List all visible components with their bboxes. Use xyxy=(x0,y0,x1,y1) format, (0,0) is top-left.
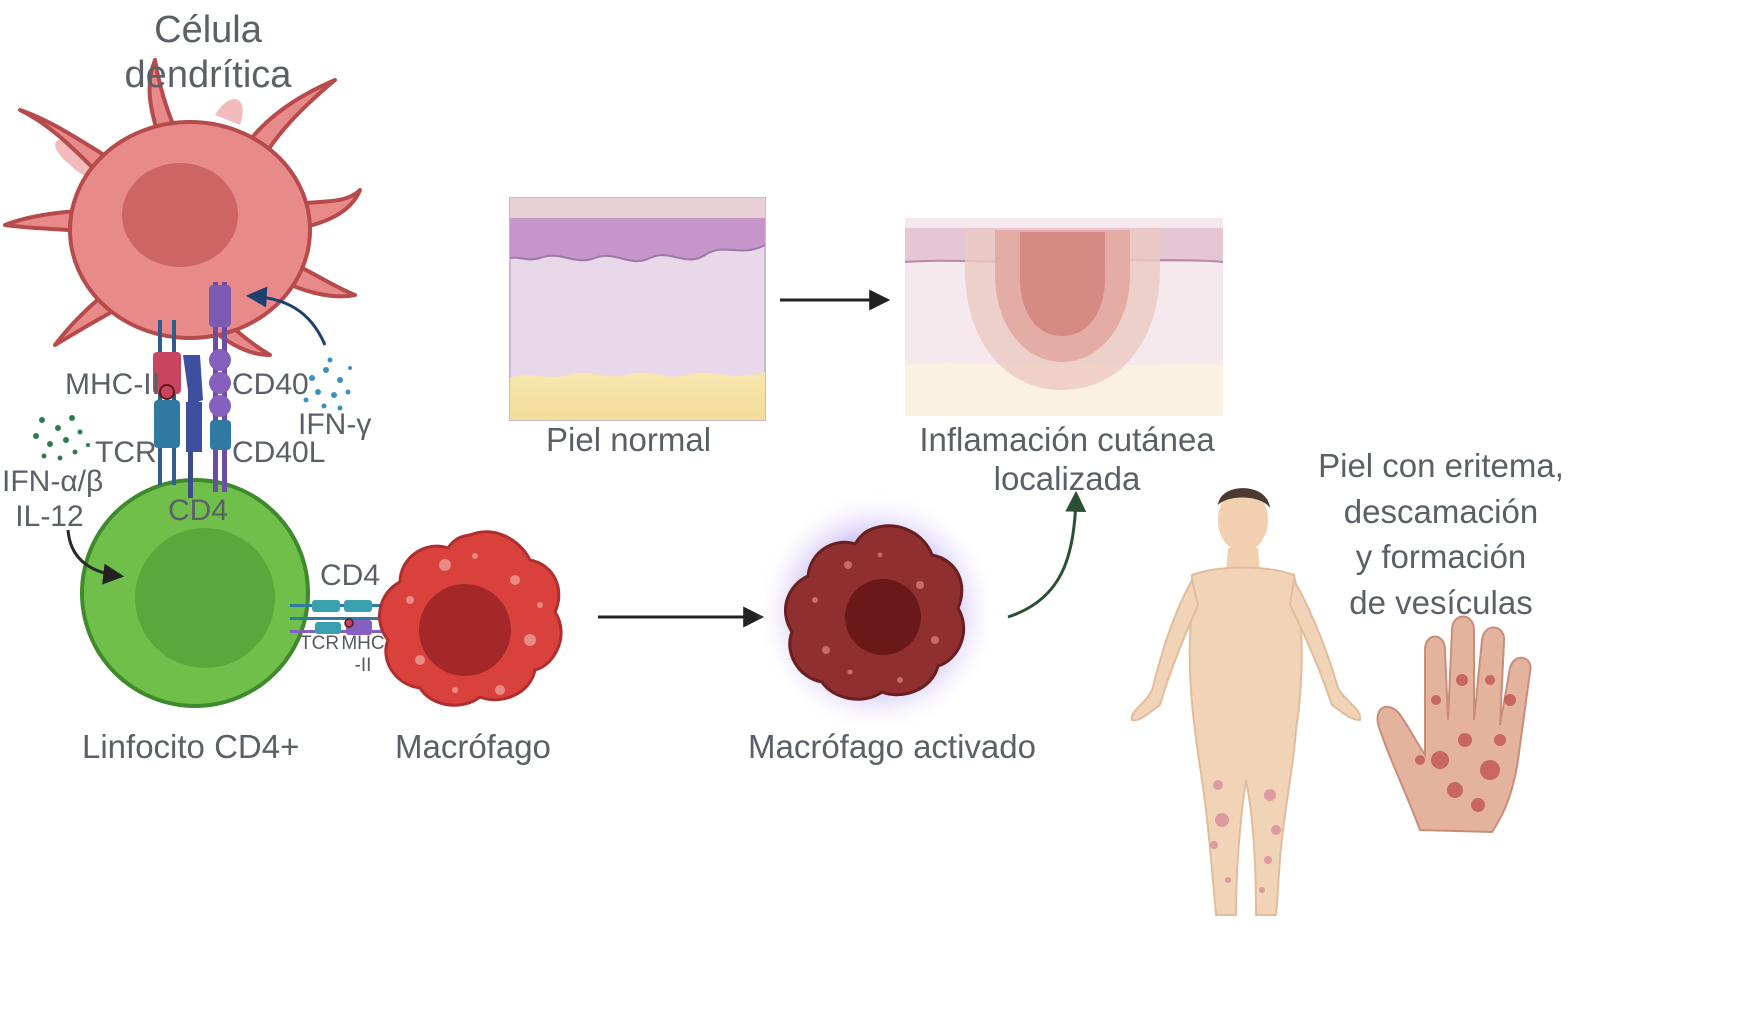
contact-mhc2-label: MHC -II xyxy=(341,633,385,677)
lymphocyte-macrophage-synapse xyxy=(290,600,390,635)
ifn-gamma-label: IFN-γ xyxy=(298,408,372,441)
human-body-figure xyxy=(1130,488,1362,916)
mhc-tcr-complex xyxy=(153,320,181,485)
mhc2-label: MHC-II xyxy=(65,368,160,401)
dendritic-nucleus xyxy=(122,163,238,267)
ifn-ab-particles xyxy=(33,415,90,461)
cd4-label: CD4 xyxy=(168,494,229,527)
dendritic-cell xyxy=(3,58,362,357)
activated-macrophage-label: Macrófago activado xyxy=(748,728,1036,765)
tcr-label: TCR xyxy=(95,436,157,469)
cd40l-label: CD40L xyxy=(232,436,326,469)
inflammation-arrow xyxy=(1007,490,1087,619)
lymphocyte-label: Linfocito CD4+ xyxy=(82,728,300,765)
ifn-gamma-particles xyxy=(303,357,352,411)
ifn-gamma-arrow xyxy=(245,286,327,346)
contact-cd4-label: CD4 xyxy=(320,559,381,592)
cd40-label: CD40 xyxy=(232,368,309,401)
inflamed-skin-label: Inflamación cutánea localizada xyxy=(919,421,1215,497)
ifn-ab-arrow xyxy=(66,529,125,585)
normal-skin-label: Piel normal xyxy=(546,421,712,458)
dendritic-cell-label: Célula dendrítica xyxy=(124,9,292,96)
macrophage-cell xyxy=(378,530,563,707)
macrophage-label: Macrófago xyxy=(395,728,551,765)
hand-with-lesions xyxy=(1376,615,1532,834)
cd4-receptor xyxy=(183,355,203,498)
normal-skin-illustration xyxy=(509,197,766,421)
inflamed-skin-illustration xyxy=(904,218,1224,416)
ifn-ab-il12-label: IFN-α/β IL-12 xyxy=(2,465,104,534)
cd40-cd40l-complex xyxy=(209,282,231,492)
symptoms-label: Piel con eritema, descamación y formació… xyxy=(1318,447,1564,621)
activated-macrophage-cell xyxy=(755,490,999,734)
lymphocyte-cell xyxy=(80,478,310,708)
contact-tcr-label: TCR xyxy=(300,633,340,654)
